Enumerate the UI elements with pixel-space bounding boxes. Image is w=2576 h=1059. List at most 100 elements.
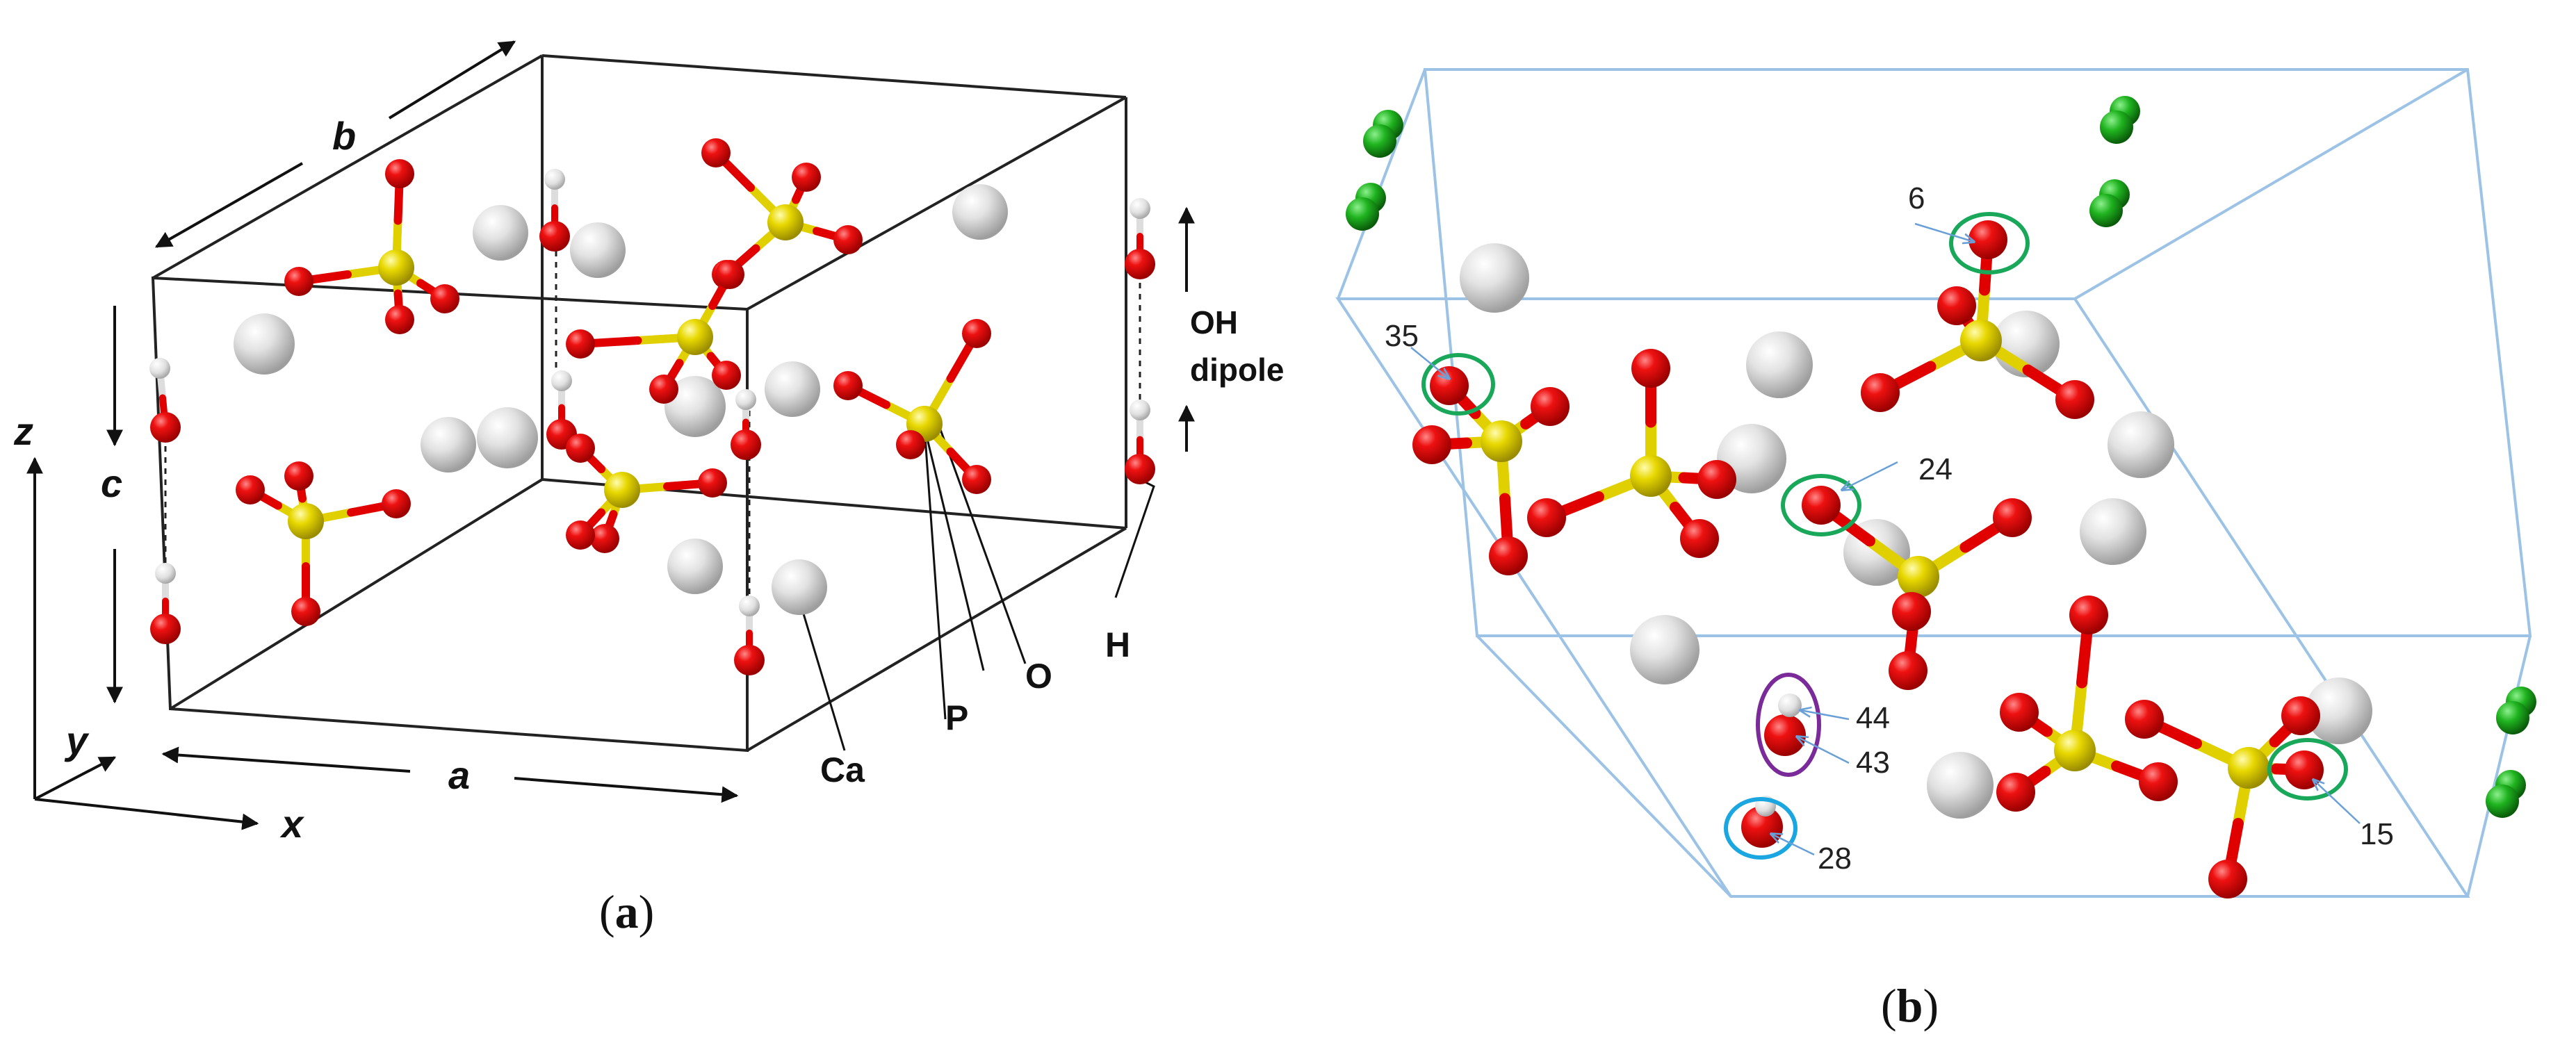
- marker-circles-b: [1421, 212, 2348, 860]
- atom-number-43: 43: [1856, 746, 1890, 780]
- calcium-atom: [570, 222, 626, 278]
- oxygen-atom: [1531, 387, 1570, 426]
- oxygen-atom: [1680, 519, 1719, 558]
- calcium-atom: [477, 407, 538, 468]
- oxygen-atom: [382, 489, 411, 518]
- oxygen-atom: [1631, 349, 1670, 388]
- calcium-atom: [765, 361, 820, 417]
- oxygen-atom: [1892, 592, 1931, 631]
- caption-a: (a): [599, 885, 654, 938]
- hydrogen-atom: [739, 596, 760, 616]
- dipole-label: dipole: [1190, 352, 1284, 388]
- calcium-atom: [952, 184, 1008, 240]
- axes-a: [26, 40, 1195, 830]
- fluorine-atom: [2486, 785, 2519, 818]
- oxygen-atom: [712, 361, 741, 390]
- oxygen-atom: [566, 520, 595, 550]
- calcium-atom: [772, 559, 827, 615]
- atom-number-44: 44: [1856, 701, 1890, 735]
- oxygen-atom: [731, 429, 761, 460]
- phosphorus-atom: [677, 319, 713, 355]
- oxygen-atom: [385, 305, 414, 334]
- p-leader-1: [923, 427, 947, 720]
- hydrogen-atom: [1130, 400, 1150, 420]
- oxygen-atom: [1968, 220, 2007, 259]
- oxygen-atom: [833, 371, 863, 400]
- calcium-atom: [1746, 331, 1813, 398]
- oxygen-atom: [1125, 454, 1155, 484]
- o-label: O: [1025, 657, 1052, 696]
- phosphorus-atom: [2228, 747, 2269, 789]
- calcium-atom: [2080, 498, 2146, 565]
- oxygen-atom: [1764, 714, 1806, 756]
- atom-number-24: 24: [1918, 452, 1953, 486]
- calcium-atom: [234, 313, 295, 375]
- oxygen-atom: [792, 163, 821, 192]
- phosphorus-atom: [2054, 730, 2096, 771]
- oxygen-atom: [590, 524, 619, 553]
- p-label: P: [945, 698, 968, 737]
- oh-links-a: [164, 240, 1141, 598]
- calcium-atom: [1630, 615, 1699, 684]
- x-axis-label: x: [279, 802, 305, 846]
- hydrogen-atom: [149, 358, 170, 379]
- oxygen-atom: [1125, 249, 1155, 279]
- oxygen-atom: [2055, 380, 2094, 419]
- oxygen-atom: [1697, 460, 1736, 499]
- phosphorus-atom: [1960, 320, 2002, 361]
- p-leader-2: [923, 427, 985, 671]
- calcium-atom: [2108, 411, 2174, 478]
- fluorine-atom: [1363, 124, 1396, 158]
- atoms-b: [1346, 96, 2536, 898]
- h-label: H: [1105, 625, 1130, 664]
- unit-cell-a: [151, 54, 1127, 753]
- oxygen-atom: [539, 221, 570, 252]
- oxygen-atom: [236, 475, 265, 504]
- pointer-lines-b: [1410, 222, 2361, 856]
- phosphorus-atom: [1481, 420, 1522, 462]
- oxygen-atom: [1937, 286, 1976, 325]
- marker-atom-24: [1781, 474, 1861, 536]
- oxygen-atom: [701, 138, 731, 167]
- marker-atom-6: [1949, 212, 2030, 274]
- hydrogen-atom: [735, 389, 756, 410]
- oxygen-atom: [385, 159, 414, 188]
- phosphorus-atom: [1898, 556, 1939, 598]
- atom-number-15: 15: [2360, 817, 2394, 851]
- oxygen-atom: [566, 329, 595, 359]
- oxygen-atom: [715, 260, 744, 289]
- fluorine-atom: [2100, 110, 2133, 144]
- marker-atom-35: [1421, 353, 1495, 416]
- oxygen-atom: [1802, 486, 1841, 525]
- fluorine-atom: [2089, 194, 2123, 227]
- y-axis-arrow: [34, 756, 117, 801]
- phosphorus-atom: [604, 472, 640, 508]
- panel-a-structure: z y x c a b Ca P O H OH dipole (a): [13, 40, 1284, 938]
- panel-b-structure: 6 35 24 44 43 28 15 (b): [1335, 68, 2536, 1032]
- calcium-atom: [2306, 678, 2372, 744]
- atom-number-6: 6: [1908, 181, 1925, 215]
- oxygen-atom: [734, 645, 765, 675]
- a-arrow-left: [161, 746, 411, 773]
- oxygen-atom: [2125, 700, 2164, 739]
- marker-atom-28: [1724, 797, 1798, 860]
- oxygen-atom: [1489, 536, 1528, 575]
- oxygen-atom: [1993, 498, 2032, 537]
- oxygen-atom: [1527, 498, 1566, 537]
- oxygen-atom: [698, 468, 727, 498]
- oxygen-atom: [833, 225, 863, 254]
- atom-number-28: 28: [1818, 842, 1852, 876]
- oxygen-atom: [962, 319, 991, 348]
- oxygen-atom: [1412, 425, 1451, 464]
- oxygen-atom: [2000, 693, 2039, 732]
- hydrogen-atom: [1778, 693, 1802, 717]
- a-arrow-right: [514, 777, 739, 803]
- oxygen-atom: [291, 597, 320, 626]
- phosphorus-atom: [767, 204, 804, 240]
- oxygen-atom: [962, 465, 991, 494]
- oxygen-atom: [649, 375, 678, 404]
- oxygen-atom: [2281, 696, 2320, 735]
- b-arrow-lower: [154, 162, 303, 248]
